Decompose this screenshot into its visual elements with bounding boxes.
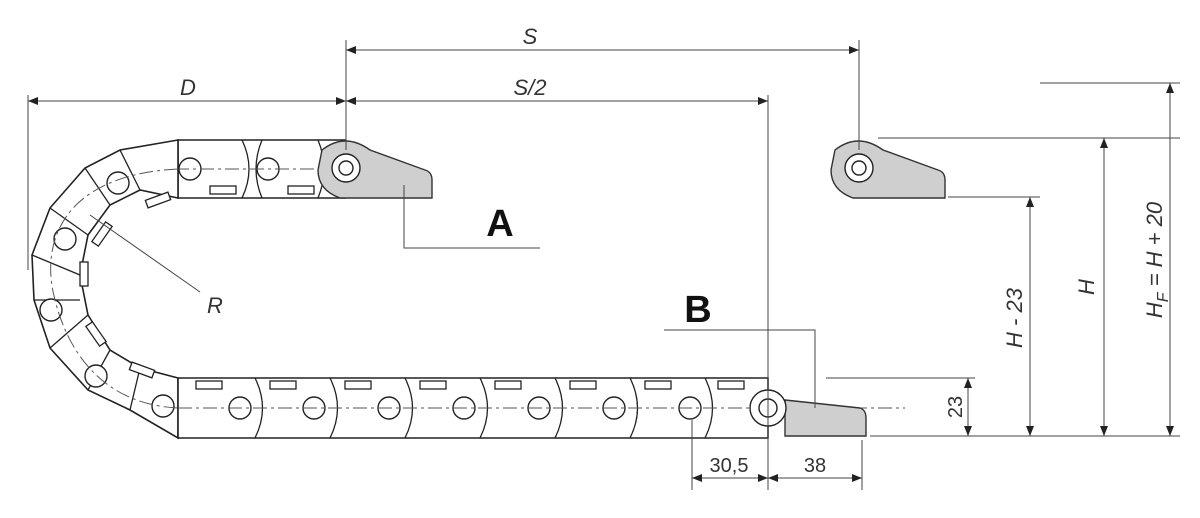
- label-b: B: [684, 289, 711, 331]
- label-d: D: [180, 75, 196, 100]
- leaders: [89, 185, 816, 408]
- bracket-a-right-position: [830, 140, 946, 199]
- label-38: 38: [804, 455, 826, 477]
- label-hf: HF = H + 20: [1142, 201, 1172, 318]
- label-a: A: [486, 203, 513, 245]
- bracket-a-moving: [317, 140, 433, 199]
- label-h: H: [1074, 279, 1099, 295]
- label-30-5: 30,5: [710, 455, 749, 477]
- label-s-half: S/2: [513, 75, 546, 100]
- label-r: R: [207, 293, 223, 318]
- bend-section: [31, 139, 179, 440]
- pin: [151, 394, 175, 418]
- label-23: 23: [945, 396, 967, 418]
- label-s: S: [523, 24, 538, 49]
- lower-run: [177, 377, 905, 439]
- label-h-minus-23: H - 23: [1002, 287, 1027, 348]
- upper-run: [100, 139, 346, 199]
- pin: [39, 298, 63, 322]
- pin: [53, 227, 77, 251]
- dimensions: [27, 40, 1180, 490]
- pin: [84, 364, 108, 388]
